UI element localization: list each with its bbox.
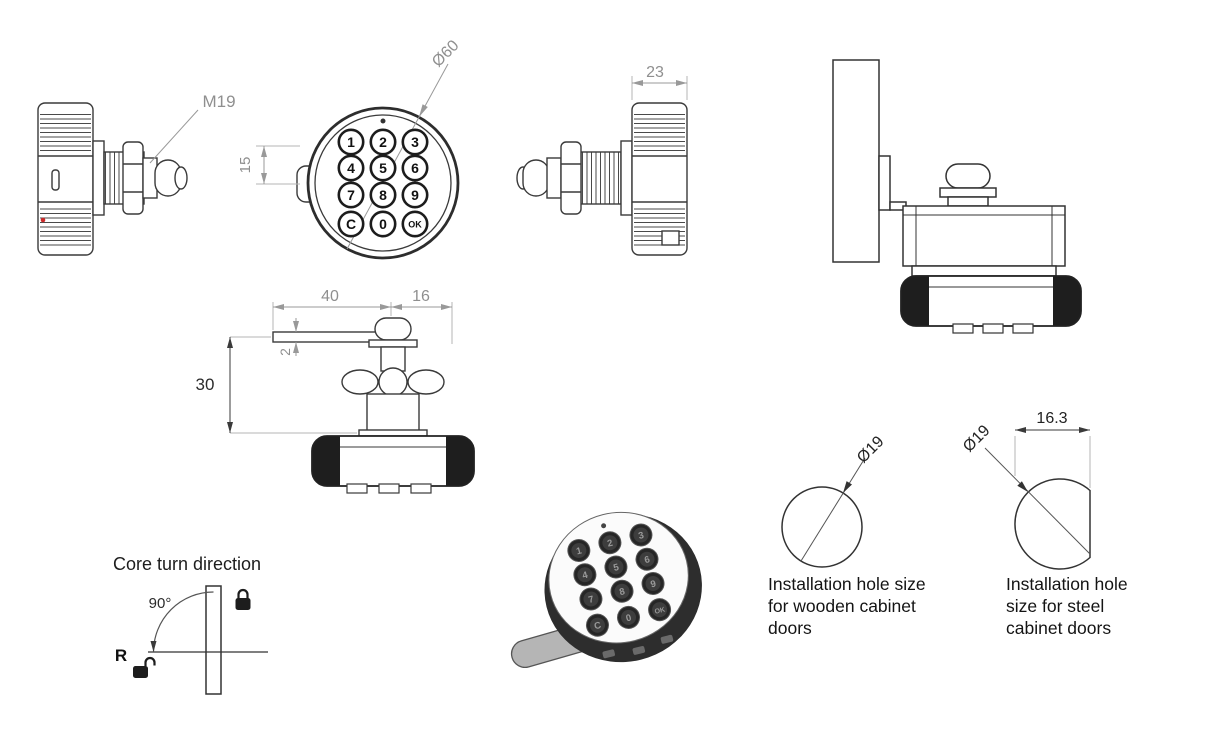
steel-note-line3: cabinet doors — [1006, 618, 1111, 638]
key3d-0: 0 — [625, 612, 633, 624]
key3d-3: 3 — [637, 530, 645, 542]
wooden-note-line2: for wooden cabinet — [768, 596, 916, 616]
key3d-9: 9 — [649, 578, 657, 590]
dim-m19-label: M19 — [202, 92, 235, 111]
dim-16-label: 16 — [412, 288, 430, 305]
dim-dia60-label: Ø60 — [429, 37, 462, 70]
key3d-8: 8 — [618, 586, 626, 598]
door-panel — [832, 59, 880, 263]
top-view — [272, 317, 475, 494]
cam-arm — [272, 331, 386, 343]
cam-bracket — [878, 155, 891, 211]
mounted-view — [832, 59, 1082, 334]
key-0: 0 — [379, 216, 387, 232]
lock-core — [205, 585, 222, 695]
key3d-4: 4 — [581, 570, 589, 582]
steel-hole-diagram: Ø19 16.3 Installation hole size for stee… — [960, 410, 1128, 638]
key3d-7: 7 — [587, 594, 595, 606]
offset-dimension: 15 — [237, 145, 300, 185]
dim-2-label: 2 — [277, 348, 293, 356]
rotation-r-label: R — [115, 646, 127, 665]
key-4: 4 — [347, 160, 355, 176]
led-indicator — [40, 217, 46, 223]
cam-dimensions: 40 16 2 30 — [196, 288, 453, 434]
key-6: 6 — [411, 160, 419, 176]
wood-hole-circle — [781, 486, 863, 568]
dim-15-label: 15 — [237, 157, 254, 174]
steel-hole-shape — [1014, 478, 1091, 570]
dim-40-label: 40 — [321, 288, 339, 305]
mic-hole — [380, 118, 386, 124]
key-c: C — [346, 216, 356, 232]
key3d-ok: OK — [654, 606, 666, 615]
wooden-hole-diagram: Ø19 Installation hole size for wooden ca… — [768, 433, 926, 638]
key-9: 9 — [411, 187, 419, 203]
core-turn-diagram: Core turn direction 90° R — [113, 554, 268, 695]
key-3: 3 — [411, 134, 419, 150]
wing-nut — [341, 369, 379, 395]
steel-note-line1: Installation hole — [1006, 574, 1128, 594]
rotation-arc — [150, 591, 214, 653]
side-view-left — [37, 102, 188, 256]
dim-30-label: 30 — [196, 375, 215, 394]
wooden-note-line3: doors — [768, 618, 812, 638]
key-ok: OK — [408, 220, 422, 230]
dim-dia19-steel-label: Ø19 — [960, 422, 993, 455]
key-1: 1 — [347, 134, 355, 150]
key3d-c: C — [593, 620, 602, 632]
unlocked-padlock-icon — [133, 656, 156, 678]
usb-port-slot — [51, 169, 60, 191]
locked-padlock-icon — [235, 588, 251, 610]
body-width-dimension: 23 — [631, 64, 688, 100]
steel-note-line2: size for steel — [1006, 596, 1104, 616]
wooden-note-line1: Installation hole size — [768, 574, 926, 594]
key-5: 5 — [379, 160, 387, 176]
shaft-dome — [945, 163, 991, 189]
key-2: 2 — [379, 134, 387, 150]
thread-dimension: M19 — [149, 92, 236, 164]
dim-dia19-wood-label: Ø19 — [854, 433, 887, 466]
key3d-6: 6 — [643, 554, 651, 566]
keypad-buttons-front: 1 2 3 4 5 6 7 8 9 C 0 OK — [337, 128, 429, 238]
key3d-2: 2 — [606, 538, 614, 550]
side-view-right — [516, 102, 688, 256]
key3d-1: 1 — [575, 545, 583, 557]
dial-diameter-dimension: Ø60 — [429, 37, 462, 70]
dim-23-label: 23 — [646, 64, 664, 81]
key-7: 7 — [347, 187, 355, 203]
key3d-5: 5 — [612, 562, 620, 574]
core-turn-title: Core turn direction — [113, 554, 261, 574]
dim-163-label: 16.3 — [1036, 410, 1067, 427]
perspective-view: 1 2 3 4 5 6 7 8 9 C 0 OK — [510, 511, 702, 669]
lock-housing — [902, 205, 1066, 267]
angle-90-label: 90° — [149, 595, 172, 612]
key-8: 8 — [379, 187, 387, 203]
